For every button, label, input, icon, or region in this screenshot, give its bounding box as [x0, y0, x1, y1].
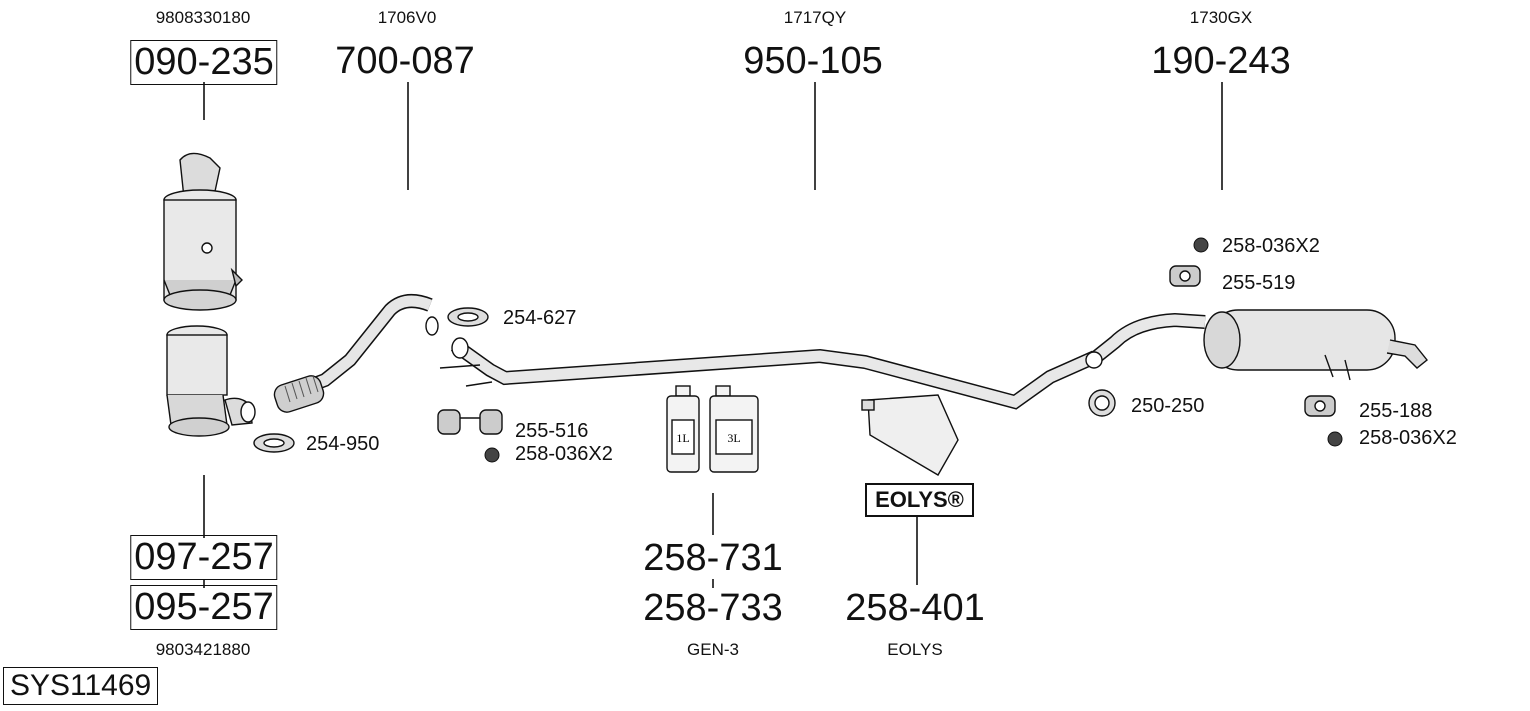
- eolys-badge: EOLYS®: [865, 483, 974, 517]
- system-id: SYS11469: [3, 667, 159, 705]
- label-255-188[interactable]: 255-188: [1359, 400, 1433, 422]
- dpf-lower-drawing: [166, 325, 256, 437]
- clamp-254-627-icon: [447, 307, 489, 327]
- label-258-036x2-rear[interactable]: 258-036X2: [1359, 427, 1457, 449]
- bracket-255-516-icon: [437, 409, 503, 435]
- nut-258-036-top-icon: [1193, 237, 1209, 253]
- label-255-519[interactable]: 255-519: [1222, 272, 1296, 294]
- nut-258-036-rear-icon: [1327, 431, 1343, 447]
- oem-700-087: 1706V0: [377, 8, 437, 27]
- oem-090-235: 9808330180: [155, 8, 251, 27]
- label-gen-3: GEN-3: [687, 640, 739, 659]
- label-eolys: EOLYS: [887, 640, 943, 659]
- clamp-254-950-icon: [253, 433, 295, 453]
- label-250-250[interactable]: 250-250: [1131, 395, 1205, 417]
- bottle-3l-icon: [709, 385, 759, 473]
- nut-258-036-mid-icon: [484, 447, 500, 463]
- part-number-095-257[interactable]: 095-257: [130, 585, 278, 630]
- front-pipe-drawing: [273, 294, 439, 413]
- bottle-1l-icon: [666, 385, 700, 473]
- part-number-258-731[interactable]: 258-731: [643, 537, 783, 579]
- part-number-258-401[interactable]: 258-401: [845, 587, 985, 629]
- rear-silencer-drawing: [1085, 309, 1428, 381]
- bottle-3l-label: 3L: [727, 431, 740, 445]
- part-number-950-105[interactable]: 950-105: [743, 40, 883, 82]
- part-number-700-087[interactable]: 700-087: [335, 40, 475, 82]
- bracket-255-519-icon: [1169, 265, 1201, 287]
- oem-095-257: 9803421880: [155, 640, 251, 659]
- label-258-036x2-top[interactable]: 258-036X2: [1222, 235, 1320, 257]
- part-number-190-243[interactable]: 190-243: [1151, 40, 1291, 82]
- label-258-036x2-mid[interactable]: 258-036X2: [515, 443, 613, 465]
- bracket-255-188-icon: [1304, 395, 1336, 417]
- middle-pipe-drawing: [439, 337, 1098, 410]
- bottle-1l-label: 1L: [676, 431, 689, 445]
- part-number-090-235[interactable]: 090-235: [130, 40, 278, 85]
- label-255-516[interactable]: 255-516: [515, 420, 589, 442]
- oem-190-243: 1730GX: [1189, 8, 1253, 27]
- clamp-250-250-icon: [1088, 389, 1116, 417]
- dpf-upper-drawing: [163, 152, 243, 311]
- part-number-097-257[interactable]: 097-257: [130, 535, 278, 580]
- label-254-950[interactable]: 254-950: [306, 433, 380, 455]
- label-254-627[interactable]: 254-627: [503, 307, 577, 329]
- oem-950-105: 1717QY: [783, 8, 847, 27]
- part-number-258-733[interactable]: 258-733: [643, 587, 783, 629]
- eolys-bag-icon: [861, 394, 959, 476]
